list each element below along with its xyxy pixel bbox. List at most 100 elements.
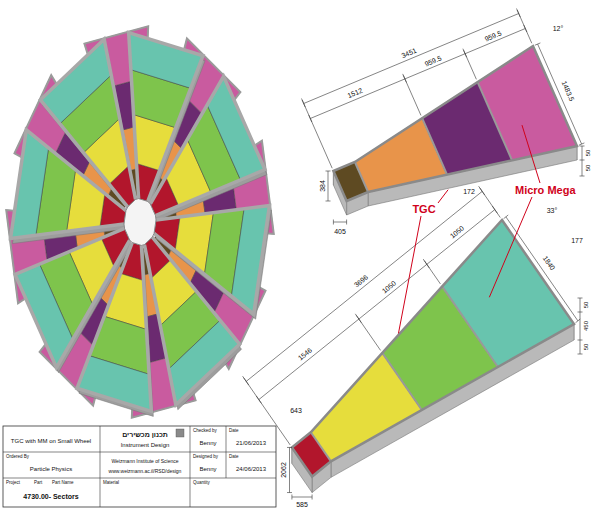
large-sector-band — [77, 356, 151, 412]
dimension-line — [578, 312, 583, 313]
dimension-lines — [243, 9, 585, 500]
dimension-value: 959.5 — [423, 54, 442, 67]
dimension-line — [246, 191, 482, 381]
dimension-value: 177 — [571, 237, 583, 244]
dimension-value: 1840 — [542, 255, 557, 272]
dimension-line — [355, 314, 380, 351]
small-sector-detail — [333, 46, 577, 215]
dimension-line — [326, 201, 331, 202]
dimension-value: 585 — [296, 501, 308, 508]
title-block-rule — [226, 426, 227, 478]
dimension-line — [287, 447, 292, 448]
dimension-value: 384 — [319, 180, 326, 192]
title-block-text: Benny — [199, 440, 216, 446]
small-wheel — [6, 26, 274, 417]
title-block-text: תכנון מכשירים — [122, 431, 168, 438]
logo-mark — [176, 429, 184, 437]
frame-bar — [422, 118, 447, 174]
dimension-line — [328, 171, 329, 201]
dimension-line — [576, 319, 581, 323]
dimension-line — [580, 298, 581, 354]
dimension-line — [326, 171, 331, 172]
title-block-text: Benny — [199, 466, 216, 472]
title-block-field: Material — [103, 481, 119, 486]
title-block-field: Ordered By — [6, 455, 29, 460]
dimension-line — [504, 215, 509, 219]
callout-label: Micro Mega — [515, 185, 576, 196]
dimension-line — [423, 259, 440, 284]
dimension-value: 1050 — [449, 224, 466, 239]
dimension-line — [346, 220, 347, 225]
title-block-text: Instrument Design — [121, 442, 170, 448]
title-block — [3, 426, 276, 507]
callout-label: TGC — [412, 204, 435, 215]
dimension-line — [580, 176, 585, 177]
title-block-text: 4730.00- Sectors — [23, 493, 78, 500]
sector-rim — [292, 220, 574, 477]
dimension-line — [259, 210, 495, 400]
dimension-line — [403, 74, 421, 116]
dimension-line — [538, 44, 582, 144]
dimension-line — [582, 146, 583, 176]
dimension-line — [304, 14, 519, 104]
dimension-line — [580, 146, 585, 147]
title-block-text: www.weizmann.ac.il/RSD/design — [109, 469, 182, 474]
title-block-text: 24/06/2013 — [236, 466, 266, 472]
dimension-line — [312, 495, 313, 500]
dimension-line — [302, 99, 333, 169]
dimension-line — [535, 43, 541, 45]
large-sector-band — [231, 205, 269, 314]
dimension-value: 50 — [585, 150, 591, 157]
dimension-line — [292, 497, 312, 498]
dimension-value: 3696 — [353, 274, 370, 289]
large-sector-rim — [40, 39, 135, 207]
title-block-text: Weizmann Institute of Science — [111, 459, 178, 464]
title-block-rule — [3, 478, 276, 479]
large-sector-band — [11, 130, 49, 239]
frame-bar — [355, 162, 368, 192]
dimension-value: 450 — [583, 321, 589, 331]
title-block-field: Part Name — [52, 481, 74, 486]
wheel-hole — [124, 199, 156, 246]
dimension-line — [517, 9, 532, 44]
dimension-value: 50 — [583, 302, 589, 309]
title-block-field: Date — [229, 455, 239, 460]
title-block-text: 21/06/2013 — [236, 440, 266, 446]
large-sector-band — [129, 33, 203, 89]
large-sector-rim — [144, 237, 239, 405]
dimension-value: 33° — [547, 207, 558, 214]
title-block-text: TGC with MM on Small Wheel — [11, 438, 91, 444]
leader-lines — [398, 125, 540, 333]
title-block-rule — [100, 426, 101, 507]
title-block-rule — [190, 426, 191, 507]
title-block-field: Checked by — [193, 429, 217, 434]
dimension-value: 1546 — [297, 347, 314, 362]
dimension-line — [463, 49, 476, 80]
dimension-value: 3451 — [400, 47, 417, 59]
dimension-line — [578, 298, 583, 299]
dimension-value: 50 — [583, 344, 589, 351]
leader-line — [489, 197, 532, 297]
dimension-value: 643 — [290, 407, 302, 414]
title-block-field: Part — [34, 481, 42, 486]
dimension-line — [333, 222, 346, 223]
large-sector-rim — [15, 228, 130, 367]
title-block-field: Designed by — [193, 455, 218, 460]
dimension-value: 172 — [463, 188, 475, 195]
dimension-value: 1483.5 — [560, 79, 575, 101]
frame-bar — [442, 286, 498, 367]
leader-line — [398, 216, 421, 333]
title-block-field: Quantity — [193, 481, 210, 486]
leader-line — [522, 125, 540, 183]
frame-bar — [311, 432, 331, 461]
dimension-value: 1512 — [347, 87, 364, 99]
dimension-line — [579, 143, 585, 145]
dimension-value: 12° — [553, 25, 564, 32]
frame-bar — [382, 353, 422, 410]
dimension-line — [578, 340, 583, 341]
dimension-line — [578, 354, 583, 355]
title-block-field: Project — [6, 481, 20, 486]
title-block-rule — [3, 452, 276, 453]
